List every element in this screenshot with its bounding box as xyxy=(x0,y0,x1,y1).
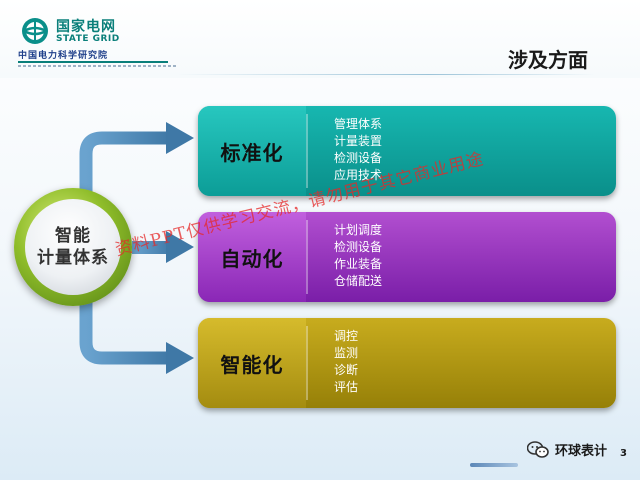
hub-line-2: 计量体系 xyxy=(37,248,109,268)
band-item-list: 计划调度 检测设备 作业装备 仓储配送 xyxy=(334,222,382,290)
band-intelligence: 智能化 调控 监测 诊断 评估 xyxy=(198,318,616,408)
hub-line-1: 智能 xyxy=(55,226,91,246)
arrow-head-top xyxy=(166,122,194,154)
arrow-stem xyxy=(79,131,170,200)
band-label: 自动化 xyxy=(220,246,284,271)
state-grid-emblem-icon xyxy=(22,18,48,44)
band-item: 计量装置 xyxy=(334,134,383,148)
arrow-stem-middle xyxy=(132,241,172,254)
title-divider xyxy=(176,74,596,75)
band-label: 智能化 xyxy=(220,352,284,377)
footer-bar xyxy=(470,463,518,467)
band-automation: 自动化 计划调度 检测设备 作业装备 仓储配送 xyxy=(198,212,616,302)
band-item-list: 调控 监测 诊断 评估 xyxy=(334,328,358,396)
arrow-head-middle xyxy=(166,231,194,263)
band-divider xyxy=(306,326,308,400)
band-item: 仓储配送 xyxy=(334,274,383,288)
band-item: 评估 xyxy=(334,380,359,394)
hub-inner: 智能 计量体系 xyxy=(25,199,121,295)
footer-badge: 环球表计 xyxy=(527,440,607,459)
arrow-head-bottom xyxy=(166,342,194,374)
band-item: 诊断 xyxy=(334,363,359,377)
band-tab: 标准化 xyxy=(198,106,306,196)
band-item: 计划调度 xyxy=(334,223,383,237)
band-item: 检测设备 xyxy=(334,151,383,165)
band-divider xyxy=(306,114,308,188)
institute-name: 中国电力科学研究院 xyxy=(18,51,109,61)
band-item: 应用技术 xyxy=(334,168,383,182)
footer-brand: 环球表计 xyxy=(555,444,608,459)
band-item: 调控 xyxy=(334,329,359,343)
band-label: 标准化 xyxy=(220,140,284,165)
band-tab: 自动化 xyxy=(198,212,306,302)
page-number: 3 xyxy=(620,448,627,459)
arrow-stem-bottom xyxy=(79,298,170,365)
band-item: 管理体系 xyxy=(334,117,383,131)
band-tab: 智能化 xyxy=(198,318,306,408)
slide-title: 涉及方面 xyxy=(508,48,588,72)
band-standardization: 标准化 管理体系 计量装置 检测设备 应用技术 xyxy=(198,106,616,196)
logo-rule xyxy=(18,61,168,63)
band-item: 检测设备 xyxy=(334,240,383,254)
logo-subtitle-line xyxy=(18,65,178,67)
wechat-icon xyxy=(527,440,549,458)
logo-chinese-name: 国家电网 xyxy=(56,19,116,35)
band-item-list: 管理体系 计量装置 检测设备 应用技术 xyxy=(334,116,382,184)
band-item: 作业装备 xyxy=(334,257,383,271)
band-item: 监测 xyxy=(334,346,359,360)
state-grid-logo: 国家电网 STATE GRID 中国电力科学研究院 xyxy=(16,14,206,69)
hub-circle: 智能 计量体系 xyxy=(14,188,132,306)
band-divider xyxy=(306,220,308,294)
logo-english-name: STATE GRID xyxy=(56,34,120,44)
